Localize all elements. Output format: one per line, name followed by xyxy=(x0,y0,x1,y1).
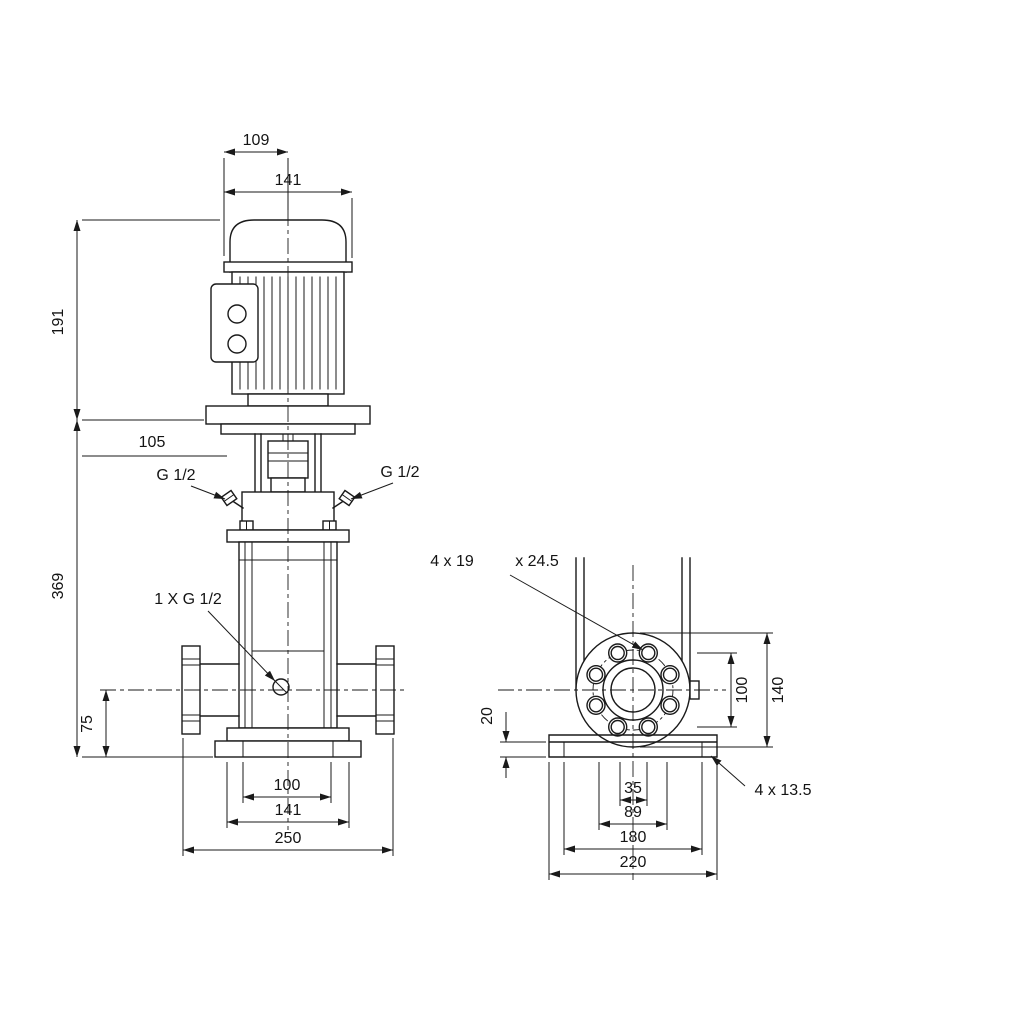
cable-entry-top-icon xyxy=(227,304,247,324)
suction-flange-bolt-lines xyxy=(181,658,201,722)
base-holes-label: 4 x 13.5 xyxy=(755,782,812,799)
dim-pump-height: 369 xyxy=(50,420,213,758)
dim-100-side-label: 100 xyxy=(734,677,751,704)
dim-motor-width: 141 xyxy=(224,172,353,258)
base-ribs xyxy=(242,740,334,758)
dim-75-label: 75 xyxy=(79,715,96,733)
plug-right-stem xyxy=(332,501,343,509)
label-plug-right: G 1/2 xyxy=(350,464,420,500)
label-flange-holes: 4 x 19 x 24.5 xyxy=(430,553,644,651)
bolt-hole xyxy=(586,695,606,715)
base-hole-marks xyxy=(563,741,703,758)
dim-base-width: 141 xyxy=(226,762,350,828)
bolt-hole xyxy=(638,643,658,663)
dim-a: 35 xyxy=(619,762,648,806)
dim-250-label: 250 xyxy=(275,830,302,847)
dim-141-top-label: 141 xyxy=(275,172,302,189)
label-plug-left: G 1/2 xyxy=(156,467,226,500)
dim-flange-hole-spacing: 100 xyxy=(697,652,751,728)
tie-rods xyxy=(244,541,332,729)
dim-180-label: 180 xyxy=(620,829,647,846)
flange-neck-left xyxy=(199,663,240,717)
counterbore-label: x 24.5 xyxy=(515,553,559,570)
plug-left-label: G 1/2 xyxy=(156,467,195,484)
discharge-flange-bolt-lines xyxy=(375,658,395,722)
bolt-hole xyxy=(660,665,680,685)
cable-entry-bottom-icon xyxy=(227,334,247,354)
bolt-hole xyxy=(608,643,628,663)
bolt-hole xyxy=(660,695,680,715)
dim-fan-width: 109 xyxy=(223,132,289,256)
flange-neck-right xyxy=(336,663,377,717)
side-dimensions: 4 x 19 x 24.5 20 100 140 35 xyxy=(430,553,812,880)
label-base-holes: 4 x 13.5 xyxy=(710,755,812,799)
dim-port-height: 75 xyxy=(79,690,110,757)
bolt-hole xyxy=(638,717,658,737)
dim-port-to-port: 250 xyxy=(182,738,394,856)
dim-140-side-label: 140 xyxy=(770,677,787,704)
dim-base-plate-thickness: 20 xyxy=(479,707,546,778)
dim-20-label: 20 xyxy=(479,707,496,725)
dim-b: 89 xyxy=(598,762,668,830)
drain-label: 1 X G 1/2 xyxy=(154,591,222,608)
plug-right xyxy=(338,489,356,507)
dim-191-label: 191 xyxy=(50,309,67,336)
front-dimensions: 109 141 191 105 369 75 G 1/2 xyxy=(50,132,420,856)
dim-offset: 105 xyxy=(82,434,227,457)
dim-100-bottom-label: 100 xyxy=(274,777,301,794)
dim-89-label: 89 xyxy=(624,804,642,821)
bolt-hole xyxy=(608,717,628,737)
drain-plug-slot xyxy=(274,680,288,694)
plug-left-stem xyxy=(233,501,244,509)
pump-front-view xyxy=(100,210,408,830)
dim-220-label: 220 xyxy=(620,854,647,871)
pump-side-view xyxy=(498,557,726,880)
motor-shaft xyxy=(282,433,294,442)
dim-inner-base: 100 xyxy=(242,762,332,803)
dim-141-bottom-label: 141 xyxy=(275,802,302,819)
dim-105-label: 105 xyxy=(139,434,166,451)
dim-base-length: 220 xyxy=(548,762,718,880)
label-drain: 1 X G 1/2 xyxy=(154,591,276,682)
bolt-hole xyxy=(586,665,606,685)
dim-bolt-span: 180 xyxy=(563,762,703,855)
dim-motor-height: 191 xyxy=(50,219,220,421)
dim-flange-height: 140 xyxy=(640,632,787,748)
plug-right-label: G 1/2 xyxy=(380,464,419,481)
coupling-split-lines xyxy=(267,452,309,462)
dim-109-label: 109 xyxy=(243,132,270,149)
dim-35-label: 35 xyxy=(624,780,642,797)
side-sleeve xyxy=(575,557,691,690)
dim-369-label: 369 xyxy=(50,573,67,600)
plug-left xyxy=(220,489,238,507)
flange-holes-label: 4 x 19 xyxy=(430,553,474,570)
coupling-guards xyxy=(254,433,322,493)
